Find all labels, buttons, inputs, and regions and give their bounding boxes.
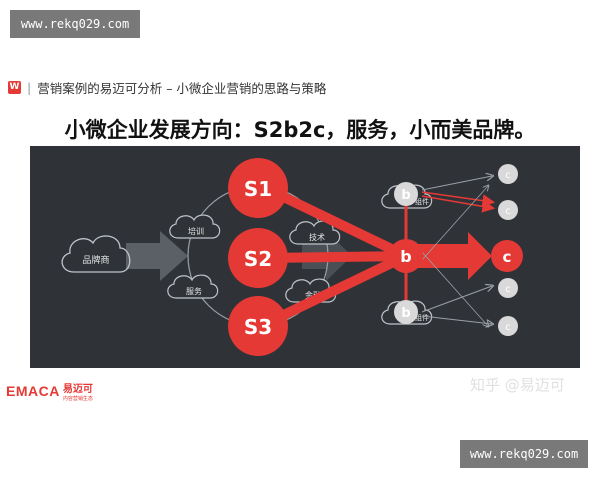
- node-s3: [228, 296, 288, 356]
- s1-to-b-line: [262, 183, 409, 261]
- node-b-bottom-label: b: [401, 306, 410, 321]
- node-c-small-3-label: c: [505, 284, 511, 295]
- brand-logo-icon: W: [8, 80, 21, 94]
- node-c-small-1: [498, 164, 518, 184]
- node-b-bottom: [394, 300, 418, 324]
- node-c-small-1-label: c: [505, 170, 511, 181]
- b-to-c-arrow: [406, 232, 492, 280]
- brand-sub: 内容营销生态: [62, 396, 93, 402]
- node-s2: [228, 228, 288, 288]
- zhihu-credit: 知乎 @易迈可: [470, 376, 565, 394]
- s3-to-b-line: [262, 251, 409, 329]
- node-b-top-label: b: [401, 188, 410, 203]
- brand-name: 易迈可: [62, 384, 93, 395]
- header-separator: |: [27, 79, 32, 95]
- brand-cloud: [61, 235, 131, 273]
- arrow-b-top-c1-gray: [421, 176, 492, 191]
- cloud-label-finance: 金融: [305, 290, 321, 300]
- brand-cloud-label: 品牌商: [82, 254, 109, 266]
- watermark-top: www.rekq029.com: [10, 10, 140, 38]
- cloud-label-training: 培训: [188, 226, 204, 236]
- node-c-small-4: [498, 316, 518, 336]
- footer-logo: EMACA 易迈可 内容营销生态: [6, 380, 93, 402]
- slide-header: W | 营销案例的易迈可分析 – 小微企业营销的思路与策略: [8, 78, 326, 96]
- header-title: 营销案例的易迈可分析 – 小微企业营销的思路与策略: [37, 80, 327, 96]
- arrow-b-top-c2b: [421, 191, 496, 207]
- node-c-main-label: c: [503, 248, 512, 266]
- emaca-logo-text: EMACA: [6, 383, 60, 399]
- cloud-b-top-label: 组件: [415, 197, 429, 206]
- cloud-service: [167, 274, 219, 299]
- node-s1-label: S1: [244, 177, 272, 201]
- arrow-b-c-gray-2: [421, 251, 488, 326]
- node-s1: [228, 158, 288, 218]
- node-c-small-2-label: c: [505, 206, 511, 217]
- node-c-small-2: [498, 200, 518, 220]
- cloud-training: [169, 214, 221, 239]
- s2-to-b-line: [264, 251, 407, 263]
- node-c-small-4-label: c: [505, 322, 511, 333]
- cloud-b-bottom-label: 组件: [415, 313, 429, 322]
- node-c-main: [491, 240, 523, 272]
- node-b-main: [389, 239, 423, 273]
- gray-flow-arrow: [126, 231, 188, 281]
- node-b-top: [394, 182, 418, 206]
- node-s2-label: S2: [244, 247, 272, 271]
- arrow-b-bottom-c3-gray: [421, 286, 492, 313]
- cloud-label-tech: 技术: [309, 232, 325, 242]
- arrow-b-c-gray-1: [421, 186, 488, 261]
- node-b-main-label: b: [400, 247, 411, 266]
- arrow-b-bottom-c4-gray: [421, 315, 492, 324]
- arrow-b-top-c2: [421, 195, 496, 213]
- brand-box: 易迈可 内容营销生态: [63, 380, 93, 402]
- watermark-bottom: www.rekq029.com: [460, 440, 588, 468]
- node-c-small-3: [498, 278, 518, 298]
- cloud-tech: [289, 220, 341, 245]
- slide-title: 小微企业发展方向：S2b2c，服务，小而美品牌。: [64, 118, 536, 142]
- slide: W | 营销案例的易迈可分析 – 小微企业营销的思路与策略 小微企业发展方向：S…: [0, 70, 600, 410]
- cloud-label-service: 服务: [186, 286, 202, 296]
- s2b2c-diagram: 品牌商 培训 服务 技术 金融 组件 组件: [30, 146, 580, 368]
- node-s3-label: S3: [244, 315, 272, 339]
